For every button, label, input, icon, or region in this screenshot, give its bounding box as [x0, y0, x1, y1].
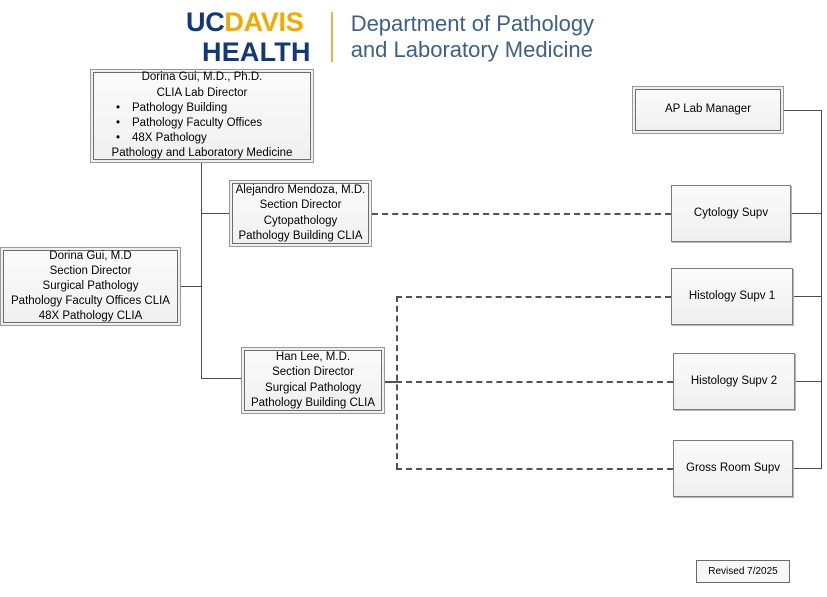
- connector-trunk-to-surgical-pathology: [181, 286, 202, 287]
- clia-lab-director-footer: Pathology and Laboratory Medicine: [111, 147, 293, 160]
- connector-han-lee-to-bus: [385, 381, 397, 383]
- department-title-line-2: and Laboratory Medicine: [350, 37, 593, 62]
- node-cytopathology-director[interactable]: Alejandro Mendoza, M.D. Section Director…: [229, 180, 372, 247]
- revised-label: Revised 7/2025: [708, 565, 778, 577]
- cytopathology-director-line-4: Pathology Building CLIA: [238, 229, 363, 242]
- surgical-pathology-building-director-line-1: Han Lee, M.D.: [275, 351, 351, 364]
- clia-lab-director-bullets: Pathology Building Pathology Faculty Off…: [94, 101, 310, 147]
- surgical-pathology-director-line-1: Dorina Gui, M.D: [49, 249, 132, 262]
- cytology-supv-label: Cytology Supv: [693, 206, 769, 219]
- ucdavis-health-logo: UCDAVIS HEALTH: [186, 6, 311, 67]
- surgical-pathology-director-line-2: Section Director: [49, 264, 132, 277]
- cytopathology-director-line-2: Section Director: [259, 199, 342, 212]
- node-cytology-supv[interactable]: Cytology Supv: [671, 185, 791, 242]
- connector-bus-to-histology-supv-2: [396, 381, 673, 383]
- cytopathology-director-line-1: Alejandro Mendoza, M.D.: [235, 184, 366, 197]
- clia-lab-director-title: CLIA Lab Director: [156, 86, 248, 99]
- surgical-pathology-director-line-4: Pathology Faculty Offices CLIA: [11, 295, 170, 308]
- ap-lab-manager-label: AP Lab Manager: [664, 103, 752, 116]
- clia-lab-director-bullet-2: Pathology Faculty Offices: [94, 116, 310, 131]
- clia-lab-director-name: Dorina Gui, M.D., Ph.D.: [141, 71, 263, 84]
- node-ap-lab-manager[interactable]: AP Lab Manager: [632, 86, 784, 134]
- page-header: UCDAVIS HEALTH Department of Pathology a…: [186, 8, 594, 66]
- connector-trunk-vertical: [201, 163, 202, 378]
- surgical-pathology-building-director-line-2: Section Director: [272, 366, 354, 379]
- surgical-pathology-building-director-line-4: Pathology Building CLIA: [250, 396, 376, 409]
- connector-bus-to-gross-room-supv: [396, 468, 673, 470]
- clia-lab-director-bullet-1: Pathology Building: [94, 101, 310, 116]
- clia-lab-director-bullet-3: 48X Pathology: [94, 131, 310, 146]
- node-histology-supv-2[interactable]: Histology Supv 2: [673, 353, 795, 410]
- surgical-pathology-director-line-3: Surgical Pathology: [42, 279, 139, 292]
- logo-uc-text: UC: [186, 6, 225, 37]
- logo-ucdavis-line: UCDAVIS: [186, 6, 304, 37]
- connector-bus-to-histology-supv-2-right: [795, 381, 822, 382]
- node-surgical-pathology-director[interactable]: Dorina Gui, M.D Section Director Surgica…: [0, 247, 181, 326]
- node-clia-lab-director[interactable]: Dorina Gui, M.D., Ph.D. CLIA Lab Directo…: [90, 69, 314, 163]
- connector-bus-to-histology-supv-1: [396, 296, 671, 298]
- connector-bus-to-gross-room-supv-right: [793, 468, 822, 469]
- connector-ap-lab-manager-bus-vertical: [821, 110, 822, 468]
- surgical-pathology-director-line-5: 48X Pathology CLIA: [38, 310, 143, 323]
- node-surgical-pathology-building-director[interactable]: Han Lee, M.D. Section Director Surgical …: [241, 347, 385, 414]
- department-title: Department of Pathology and Laboratory M…: [351, 11, 594, 63]
- logo-divider: [330, 12, 333, 62]
- node-revised-stamp: Revised 7/2025: [696, 560, 790, 583]
- gross-room-supv-label: Gross Room Supv: [686, 461, 780, 474]
- connector-trunk-to-cytopathology: [201, 213, 230, 214]
- surgical-pathology-building-director-line-3: Surgical Pathology: [265, 381, 361, 394]
- cytopathology-director-line-3: Cytopathology: [263, 214, 338, 227]
- connector-ap-lab-manager-to-bus: [784, 110, 822, 111]
- connector-cytopathology-to-cytology-supv: [372, 213, 671, 215]
- histology-supv-2-label: Histology Supv 2: [690, 374, 778, 387]
- node-gross-room-supv[interactable]: Gross Room Supv: [673, 440, 793, 497]
- logo-davis-text: DAVIS: [224, 6, 304, 37]
- connector-bus-to-cytology-supv-right: [791, 213, 822, 214]
- logo-health-text: HEALTH: [202, 36, 311, 67]
- histology-supv-1-label: Histology Supv 1: [688, 289, 776, 302]
- connector-trunk-to-pathology-building: [201, 378, 242, 379]
- department-title-line-1: Department of Pathology: [350, 11, 595, 37]
- connector-bus-to-histology-supv-1-right: [793, 296, 822, 297]
- node-histology-supv-1[interactable]: Histology Supv 1: [671, 268, 793, 325]
